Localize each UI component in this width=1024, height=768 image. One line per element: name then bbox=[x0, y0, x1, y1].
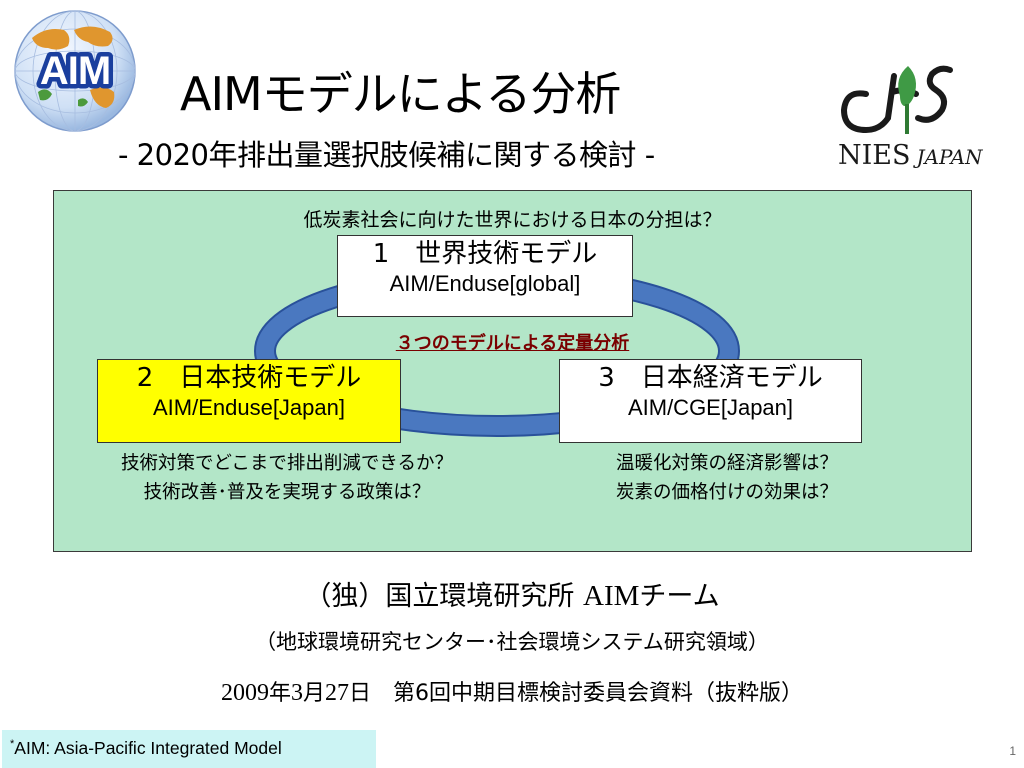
model-box-japan-economy: 3 日本経済モデル AIM/CGE[Japan] bbox=[559, 359, 862, 443]
model-box-japan-tech: 2 日本技術モデル AIM/Enduse[Japan] bbox=[97, 359, 401, 443]
aim-globe-logo: AIM bbox=[14, 10, 136, 132]
nies-logo bbox=[840, 65, 953, 134]
model-name: 2 日本技術モデル bbox=[136, 363, 362, 393]
slide-number: 1 bbox=[1009, 744, 1016, 758]
nies-logo-japan-text: JAPAN bbox=[916, 145, 983, 169]
org-team-jp: チーム bbox=[639, 581, 720, 612]
model-code: AIM/Enduse[Japan] bbox=[152, 395, 345, 420]
page-subtitle: - 2020年排出量選択肢候補に関する検討 - bbox=[118, 138, 655, 172]
organization-line: （独）国立環境研究所 AIMチーム bbox=[0, 574, 1024, 613]
date-line: 2009年3月27日 第6回中期目標検討委員会資料（抜粋版） bbox=[0, 675, 1024, 707]
panel-question: 低炭素社会に向けた世界における日本の分担は？ bbox=[303, 209, 722, 231]
date-kanji: 月 bbox=[303, 681, 326, 706]
note-line: 温暖化対策の経済影響は？ bbox=[615, 453, 838, 474]
note-line: 技術改善･普及を実現する政策は？ bbox=[143, 482, 431, 503]
date-kanji: 年 bbox=[268, 681, 291, 706]
model-code: AIM/Enduse[global] bbox=[389, 271, 581, 296]
date-month: 3 bbox=[291, 680, 303, 706]
department-line: （地球環境研究センター･社会環境システム研究領域） bbox=[255, 630, 769, 654]
model-code: AIM/CGE[Japan] bbox=[627, 395, 794, 420]
note-line: 技術対策でどこまで排出削減できるか？ bbox=[120, 453, 454, 474]
model-name: 1 世界技術モデル bbox=[372, 239, 598, 269]
notes-technology: 技術対策でどこまで排出削減できるか？ 技術改善･普及を実現する政策は？ bbox=[62, 449, 512, 507]
note-line: 炭素の価格付けの効果は？ bbox=[615, 482, 838, 503]
center-label: ３つのモデルによる定量分析 bbox=[395, 333, 630, 354]
notes-economy: 温暖化対策の経済影響は？ 炭素の価格付けの効果は？ bbox=[562, 449, 892, 507]
footnote-mark: * bbox=[10, 738, 15, 751]
org-prefix: （独）国立環境研究所 bbox=[304, 581, 583, 612]
model-box-global: 1 世界技術モデル AIM/Enduse[global] bbox=[337, 235, 633, 317]
date-year: 2009 bbox=[220, 680, 269, 706]
aim-logo-text: AIM bbox=[40, 49, 110, 93]
footnote-text: AIM: Asia-Pacific Integrated Model bbox=[14, 738, 282, 758]
date-rest: 日 第6回中期目標検討委員会資料（抜粋版） bbox=[349, 681, 804, 706]
footnote: *AIM: Asia-Pacific Integrated Model bbox=[2, 730, 376, 768]
model-overview-panel: 低炭素社会に向けた世界における日本の分担は？ 1 世界技術モデル AIM/End… bbox=[53, 190, 972, 552]
date-day: 27 bbox=[325, 680, 350, 706]
page-title: AIMモデルによる分析 bbox=[180, 67, 621, 121]
org-team-en: AIM bbox=[583, 580, 640, 612]
nies-logo-text: NIES bbox=[838, 140, 911, 171]
model-name: 3 日本経済モデル bbox=[598, 363, 823, 393]
